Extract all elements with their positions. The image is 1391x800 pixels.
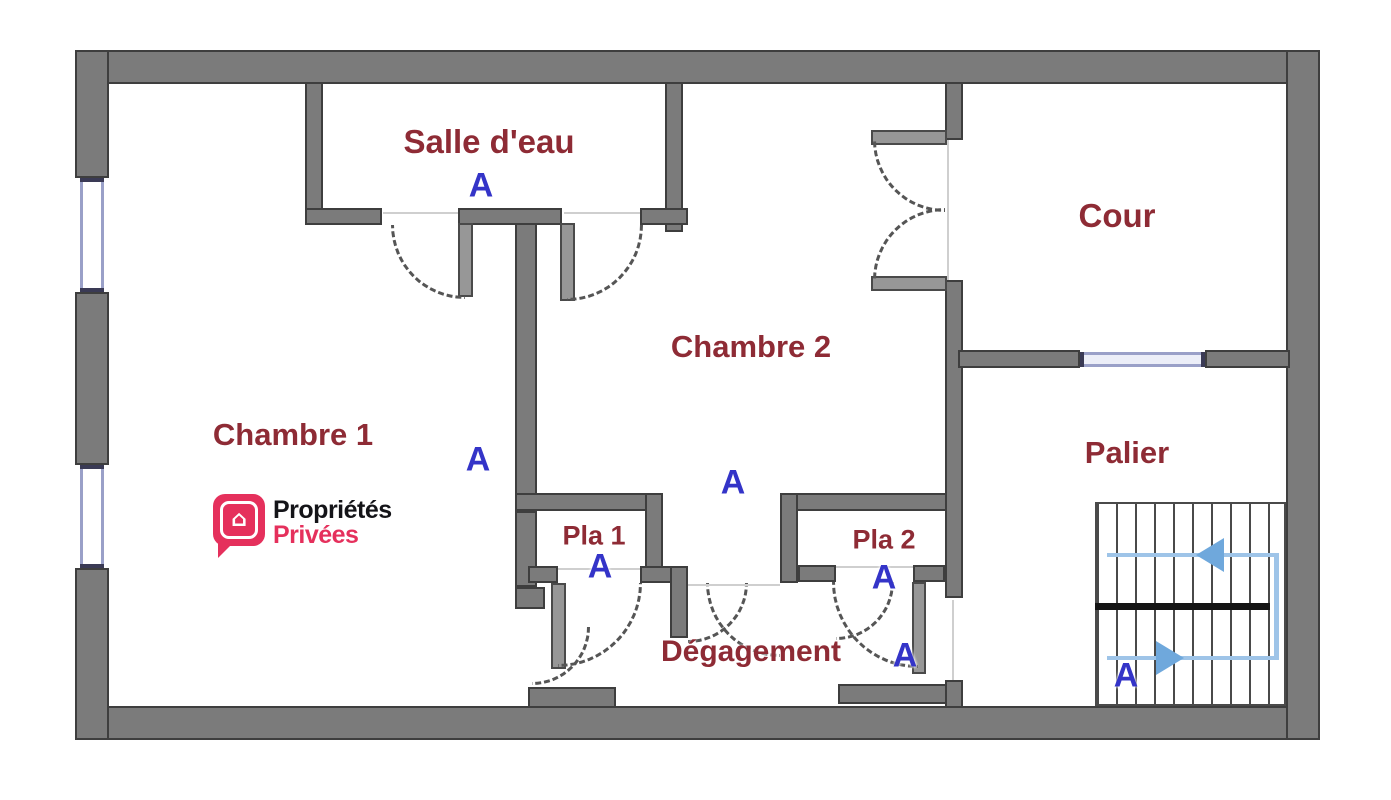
stair-path-right [1274, 553, 1279, 660]
threshold-pla1-door [558, 568, 640, 570]
wall-outer-bottom [75, 706, 1320, 740]
stair-path-top [1107, 553, 1279, 557]
threshold-palier-door [952, 600, 954, 680]
wall-salledeau-south-mid [458, 208, 562, 225]
wall-pla2-west [780, 493, 798, 583]
marker-pla-2: A [871, 558, 897, 597]
wall-outer-left-2 [75, 292, 109, 465]
marker-chambre-1: A [465, 440, 491, 479]
threshold-salledeau-right [564, 212, 640, 214]
window-left-lower [80, 465, 104, 568]
stair-direction-arrow-down-icon [1156, 641, 1184, 675]
room-label-degagement: Dégagement [660, 635, 842, 668]
wall-pla1-se-stub [670, 566, 688, 638]
wall-outer-left-3 [75, 568, 109, 740]
room-label-pla-2: Pla 2 [852, 524, 916, 555]
wall-outer-right [1286, 50, 1320, 740]
logo-line-2: Privées [273, 521, 359, 549]
marker-degagement: A [892, 636, 918, 675]
marker-palier-stairs: A [1113, 656, 1139, 695]
wall-cour-palier-right [1205, 350, 1290, 368]
threshold-cour-door [947, 140, 949, 280]
wall-salledeau-south-left [305, 208, 382, 225]
wall-salledeau-west [305, 82, 323, 225]
window-cour-palier [1080, 352, 1205, 367]
room-label-pla-1: Pla 1 [562, 520, 626, 551]
wall-outer-left-1 [75, 50, 109, 178]
stair-direction-arrow-up-icon [1196, 538, 1224, 572]
wall-east-mid [945, 280, 963, 598]
speech-bubble-house-icon: ⌂ [213, 494, 265, 558]
wall-salledeau-south-right [640, 208, 688, 225]
logo-wordmark: Propriétés Privées [273, 498, 392, 548]
wall-east-bottom [945, 680, 963, 708]
wall-central-cap [515, 587, 545, 609]
wall-outer-top [75, 50, 1320, 84]
wall-pla1-south-left [528, 566, 558, 583]
threshold-passage [688, 584, 780, 586]
room-label-chambre-2: Chambre 2 [670, 329, 832, 364]
logo-line-1: Propriétés [273, 496, 392, 524]
wall-cour-palier-left [958, 350, 1080, 368]
room-label-cour: Cour [1078, 197, 1156, 234]
wall-salledeau-east [665, 82, 683, 232]
window-left-upper [80, 178, 104, 292]
staircase-mid-landing-line [1095, 603, 1270, 610]
wall-pla2-south-right [913, 565, 945, 582]
threshold-salledeau-left [383, 212, 458, 214]
wall-pla2-south-left [798, 565, 836, 582]
marker-chambre-2: A [720, 463, 746, 502]
wall-central-upper [515, 223, 537, 495]
room-label-chambre-1: Chambre 1 [212, 417, 374, 452]
wall-degagement-step-left [528, 687, 616, 708]
wall-east-top [945, 82, 963, 140]
wall-pla2-north [780, 493, 963, 511]
door-arc-salledeau-right [567, 225, 643, 301]
room-label-salle-deau: Salle d'eau [403, 123, 575, 160]
wall-pla1-north [515, 493, 663, 511]
threshold-pla2-door [836, 566, 913, 568]
stair-path-bottom [1107, 656, 1274, 660]
room-label-palier: Palier [1084, 435, 1170, 470]
marker-pla-1: A [587, 547, 613, 586]
marker-salle-deau: A [468, 166, 494, 205]
proprietes-privees-logo: ⌂ Propriétés Privées [213, 494, 392, 558]
